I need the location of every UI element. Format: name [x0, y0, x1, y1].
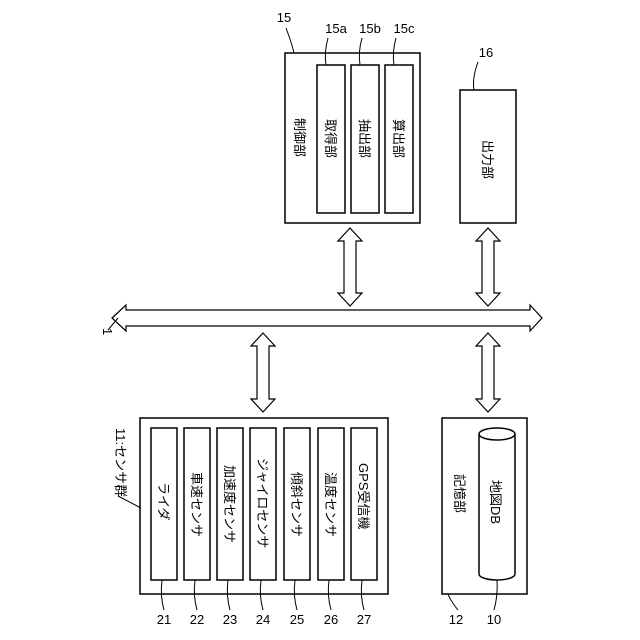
ref-calc: 15c	[394, 21, 415, 36]
ref-lidar: 21	[157, 612, 171, 627]
ref-storage: 12	[449, 612, 463, 627]
ref-temp: 26	[324, 612, 338, 627]
sensor-accel: 加速度センサ	[217, 428, 243, 580]
leader-storage	[448, 594, 458, 610]
calc-label: 算出部	[391, 119, 406, 158]
ref-gps: 27	[357, 612, 371, 627]
storage-label: 記憶部	[452, 474, 467, 513]
storage-block: 記憶部 12 地図DB 10	[442, 418, 527, 627]
map-db-label: 地図DB	[488, 480, 503, 524]
leader-sensor-group	[118, 496, 141, 508]
connector-sensors	[251, 333, 275, 412]
extract-unit: 抽出部	[351, 65, 379, 213]
ref-speed: 22	[190, 612, 204, 627]
ref-controller: 15	[277, 10, 291, 25]
acquire-unit: 取得部	[317, 65, 345, 213]
ref-sensor-group: 11:センサ群	[113, 428, 128, 497]
ref-acquire: 15a	[325, 21, 347, 36]
sensor-lidar: ライダ	[151, 428, 177, 580]
ref-gyro: 24	[256, 612, 270, 627]
calc-unit: 算出部	[385, 65, 413, 213]
speed-label: 車速センサ	[189, 472, 204, 537]
sensor-gyro: ジャイロセンサ	[250, 428, 276, 580]
connector-controller	[338, 228, 362, 306]
sensor-group-block: 11:センサ群 ライダ 車速センサ 加速度センサ ジャイロセンサ 傾斜センサ 温…	[113, 418, 388, 627]
map-db-cylinder: 地図DB	[479, 428, 515, 580]
connector-storage	[476, 333, 500, 412]
accel-label: 加速度センサ	[222, 465, 237, 543]
controller-block: 制御部 15 取得部 抽出部 算出部 15a 15b 15c	[277, 10, 420, 223]
lidar-label: ライダ	[156, 482, 171, 520]
sensor-speed: 車速センサ	[184, 428, 210, 580]
sensor-gps: GPS受信機	[351, 428, 377, 580]
sensor-tilt: 傾斜センサ	[284, 428, 310, 580]
temp-label: 温度センサ	[323, 472, 338, 537]
leader-controller	[286, 28, 294, 53]
gyro-label: ジャイロセンサ	[255, 458, 270, 548]
connector-output	[476, 228, 500, 306]
sensor-temp: 温度センサ	[318, 428, 344, 580]
extract-label: 抽出部	[357, 119, 372, 158]
tilt-label: 傾斜センサ	[289, 472, 304, 537]
bus-arrow	[112, 305, 542, 331]
ref-tilt: 25	[290, 612, 304, 627]
acquire-label: 取得部	[323, 119, 338, 158]
ref-output: 16	[479, 45, 493, 60]
ref-accel: 23	[223, 612, 237, 627]
output-label: 出力部	[480, 140, 495, 179]
leader-output	[474, 62, 479, 90]
ref-extract: 15b	[359, 21, 381, 36]
gps-label: GPS受信機	[356, 463, 371, 529]
ref-bus: 1	[100, 328, 115, 335]
ref-map-db: 10	[487, 612, 501, 627]
controller-label: 制御部	[292, 118, 307, 157]
output-block: 出力部 16	[460, 45, 516, 223]
